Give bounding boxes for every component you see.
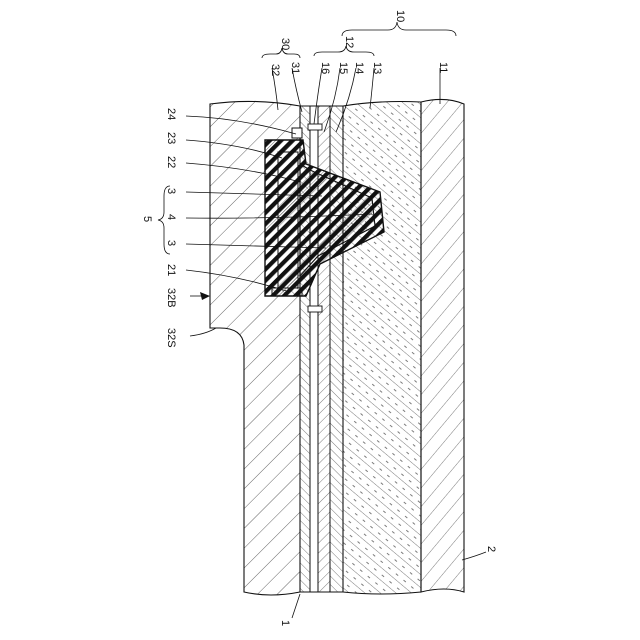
label-3a: 3: [165, 188, 177, 194]
pad-16-bottom: [308, 306, 322, 312]
layer-11: [421, 99, 464, 592]
label-12: 12: [343, 36, 355, 48]
label-16: 16: [319, 62, 331, 74]
label-22: 22: [165, 156, 177, 168]
label-32: 32: [269, 64, 281, 76]
label-15: 15: [337, 62, 349, 74]
brace-10: [342, 22, 456, 36]
label-13: 13: [371, 62, 383, 74]
label-14: 14: [353, 62, 365, 74]
label-2: 2: [485, 546, 497, 552]
label-30: 30: [279, 38, 291, 50]
inner-region-22: [278, 152, 298, 288]
leader-2: [462, 552, 486, 560]
label-32s: 32S: [165, 328, 177, 348]
label-31: 31: [289, 62, 301, 74]
label-4: 4: [165, 214, 177, 220]
layer-13: [343, 102, 421, 595]
pad-21: [272, 288, 302, 296]
label-11: 11: [437, 62, 449, 73]
label-1: 1: [279, 620, 291, 626]
label-32b: 32B: [165, 288, 177, 308]
label-3b: 3: [165, 240, 177, 246]
label-24: 24: [165, 108, 177, 120]
label-21: 21: [165, 264, 177, 276]
label-23: 23: [165, 132, 177, 144]
pad-16-top: [308, 124, 322, 130]
label-10: 10: [394, 10, 406, 22]
leader-32s: [190, 328, 216, 336]
label-5: 5: [141, 216, 153, 222]
leader-1: [292, 594, 300, 618]
